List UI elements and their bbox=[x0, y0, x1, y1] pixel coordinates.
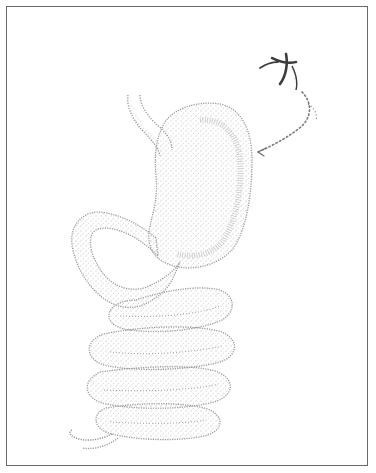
pointer-mark-icon bbox=[260, 54, 297, 90]
stomach bbox=[149, 103, 252, 268]
dotted-leader-line bbox=[258, 92, 317, 156]
small-intestine bbox=[70, 288, 235, 449]
